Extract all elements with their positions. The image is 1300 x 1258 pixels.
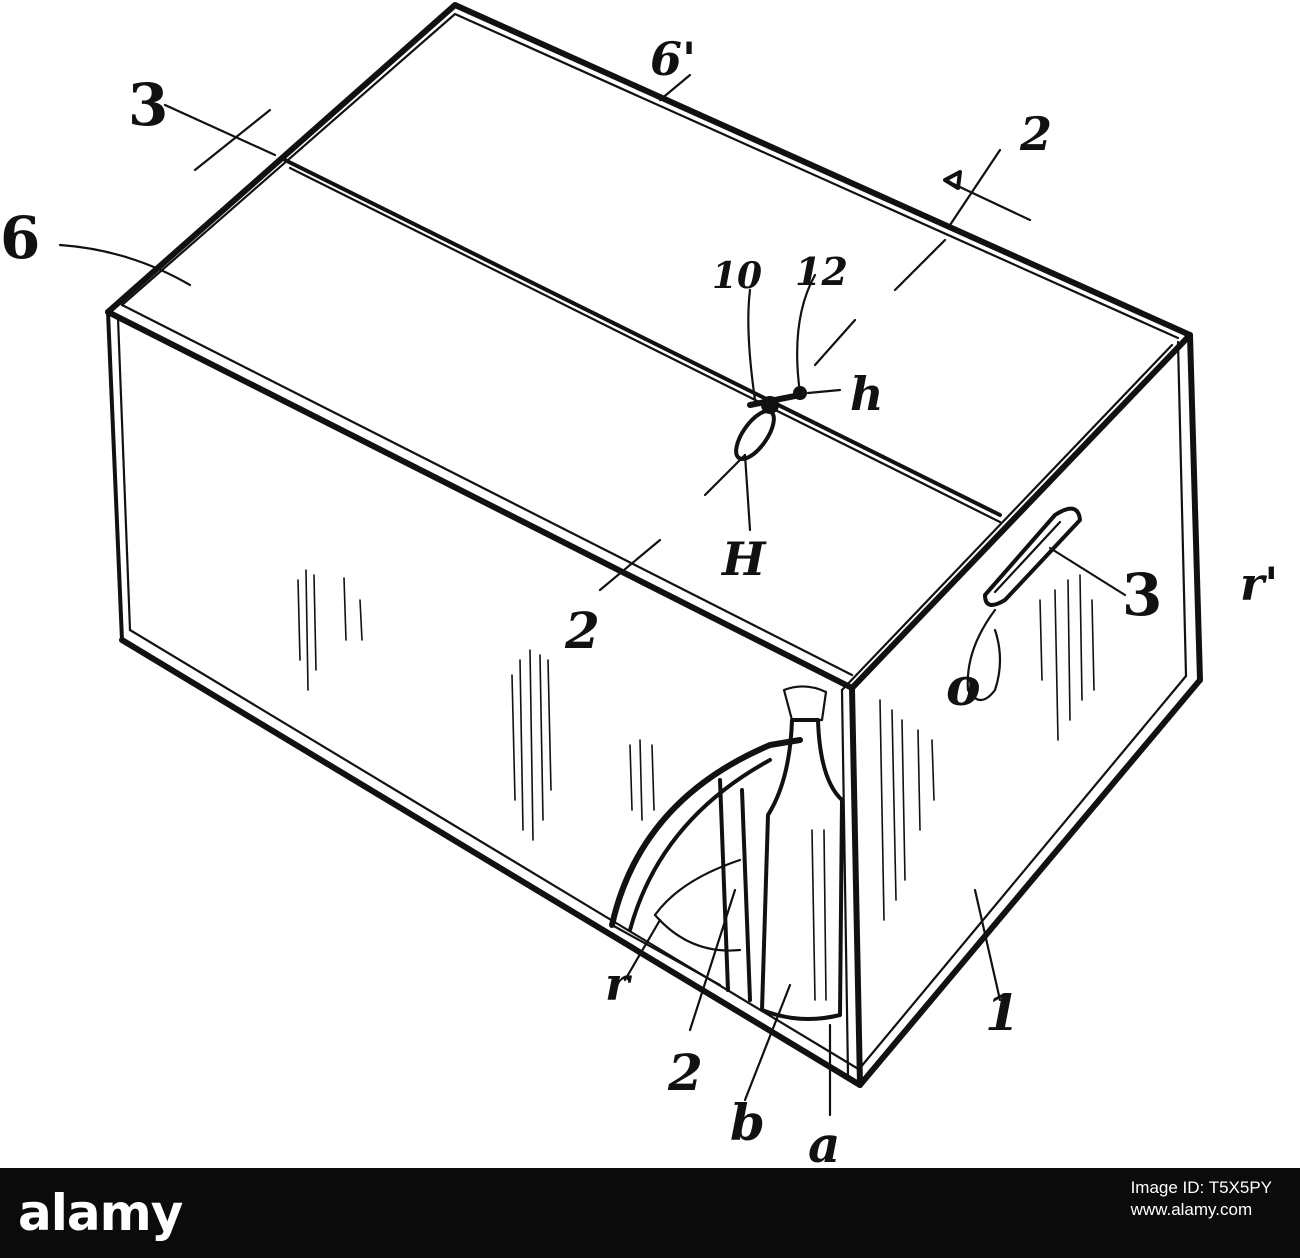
label-10: 10 [712,255,762,297]
label-r: r [605,957,633,1011]
label-1: 1 [985,983,1020,1042]
cutaway-bottle [609,685,844,1021]
label-a: a [808,1115,840,1168]
label-2-bottom: 2 [667,1043,703,1102]
box-outline [105,2,1203,1088]
label-3-left: 3 [128,71,168,139]
side-handle [966,506,1082,702]
shading-hatch [297,569,1095,921]
image-id-label: Image ID: T5X5PY [1130,1178,1272,1197]
label-h-small: h [850,367,883,421]
leader-lines [58,73,1127,1117]
box-patent-drawing: 3 6' 2 6 10 12 h H 2 3 r' o r 2 b a 1 [0,2,1278,1168]
callout-labels: 3 6' 2 6 10 12 h H 2 3 r' o r 2 b a 1 [0,32,1278,1168]
label-2-top: 2 [1019,107,1052,161]
footer-bar: alamy Image ID: T5X5PY www.alamy.com [0,1168,1300,1258]
label-H: H [720,532,767,586]
label-b: b [730,1093,765,1152]
label-12: 12 [795,249,848,294]
footer-url: www.alamy.com [1130,1200,1253,1219]
label-r-prime: r' [1240,557,1278,611]
label-2-mid: 2 [564,601,600,660]
label-o: o [946,657,981,718]
label-6: 6 [0,204,40,272]
label-6-prime: 6' [650,32,696,86]
top-handle [734,386,807,461]
footer-info: Image ID: T5X5PY www.alamy.com [1131,1178,1272,1220]
alamy-logo: alamy [18,1184,183,1242]
label-3-right: 3 [1122,561,1162,629]
